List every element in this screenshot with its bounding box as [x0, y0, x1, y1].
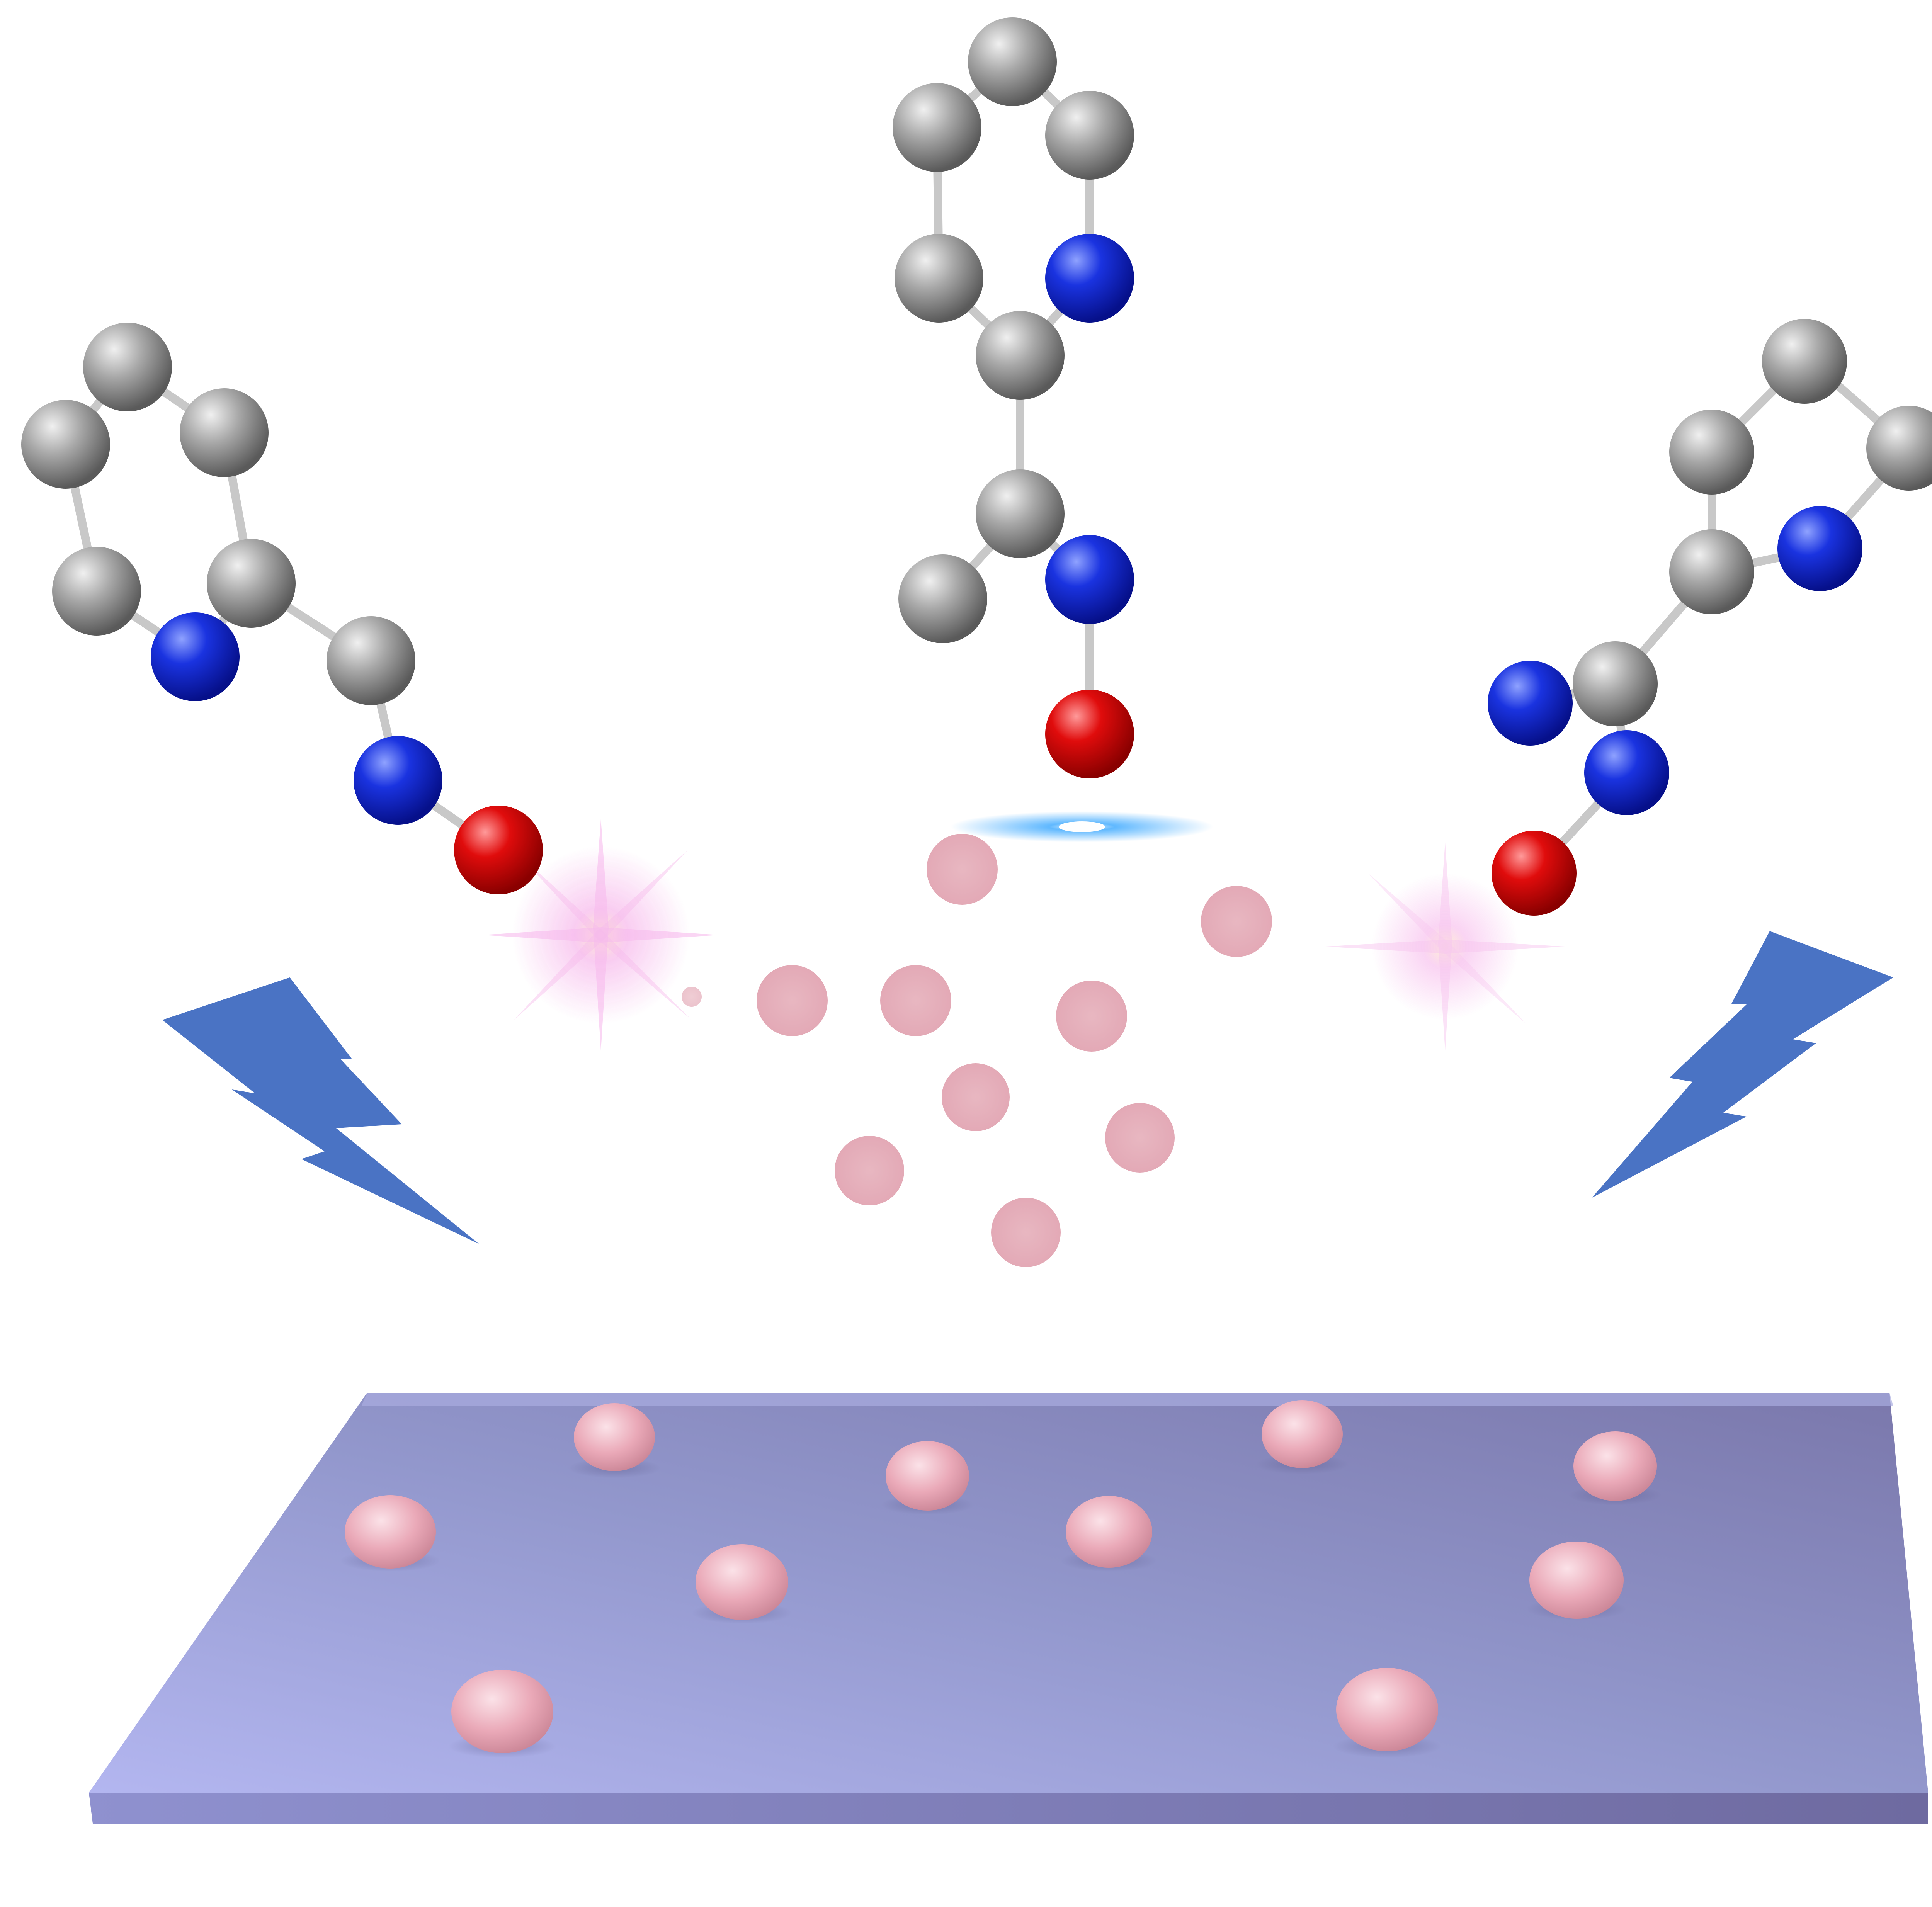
floating-particle — [835, 1136, 904, 1205]
carbon-atom — [898, 554, 987, 643]
substrate-highlight — [361, 1393, 1893, 1406]
deposited-particle — [1526, 1542, 1627, 1620]
nitrogen-atom — [1045, 535, 1134, 624]
floating-particle — [880, 965, 951, 1036]
floating-particle — [1105, 1103, 1175, 1173]
nitrogen-atom — [1045, 234, 1134, 323]
carbon-atom — [327, 616, 415, 705]
nitrogen-atom — [1777, 506, 1862, 591]
sparkle-blue-icon — [951, 811, 1213, 842]
molecule-left — [21, 323, 543, 894]
deposited-particle — [448, 1670, 556, 1758]
carbon-atom — [895, 234, 983, 323]
carbon-atom — [968, 17, 1057, 106]
substrate-front-edge — [89, 1793, 1928, 1824]
carbon-atom — [1866, 406, 1932, 491]
carbon-atom — [83, 323, 172, 411]
nitrogen-atom — [1488, 661, 1573, 746]
carbon-atom — [52, 547, 141, 636]
lightning-right-icon — [1592, 931, 1893, 1198]
oxygen-atom — [1492, 831, 1577, 916]
molecule-center — [893, 17, 1134, 778]
carbon-atom — [1573, 641, 1658, 726]
deposited-particle — [692, 1544, 792, 1624]
deposited-particle — [1061, 1496, 1157, 1572]
floating-particle — [1201, 886, 1272, 957]
carbon-atom — [21, 400, 110, 489]
carbon-atom — [976, 469, 1065, 558]
floating-particle-small — [682, 987, 702, 1007]
floating-particle — [927, 834, 998, 905]
substrate-top-surface — [89, 1393, 1928, 1793]
nitrogen-atom — [151, 612, 240, 701]
nitrogen-atom — [354, 736, 442, 825]
deposited-particle — [568, 1403, 661, 1478]
molecule-right — [1488, 319, 1932, 916]
floating-particles — [682, 834, 1272, 1267]
carbon-atom — [893, 83, 981, 172]
carbon-atom — [1669, 529, 1754, 614]
carbon-atom — [976, 311, 1065, 400]
oxygen-atom — [1045, 690, 1134, 778]
carbon-atom — [1762, 319, 1847, 404]
floating-particle — [757, 965, 828, 1036]
deposited-particle — [1333, 1668, 1441, 1758]
deposited-particles — [340, 1400, 1662, 1758]
deposited-particle — [881, 1441, 974, 1515]
deposited-particle — [1256, 1400, 1349, 1474]
carbon-atom — [180, 388, 269, 477]
sparkle-right-icon — [1325, 842, 1565, 1051]
floating-particle — [991, 1198, 1061, 1267]
oxygen-atom — [454, 806, 543, 894]
carbon-atom — [1045, 91, 1134, 180]
floating-particle — [1056, 981, 1127, 1052]
carbon-atom — [207, 539, 296, 628]
floating-particle — [942, 1063, 1010, 1131]
lightning-left-icon — [162, 977, 479, 1244]
carbon-atom — [1669, 410, 1754, 495]
deposited-particle — [1569, 1431, 1662, 1505]
sparkle-left-icon — [483, 819, 719, 1051]
nitrogen-atom — [1584, 730, 1669, 815]
deposited-particle — [340, 1495, 440, 1572]
substrate-plate — [89, 1393, 1928, 1824]
